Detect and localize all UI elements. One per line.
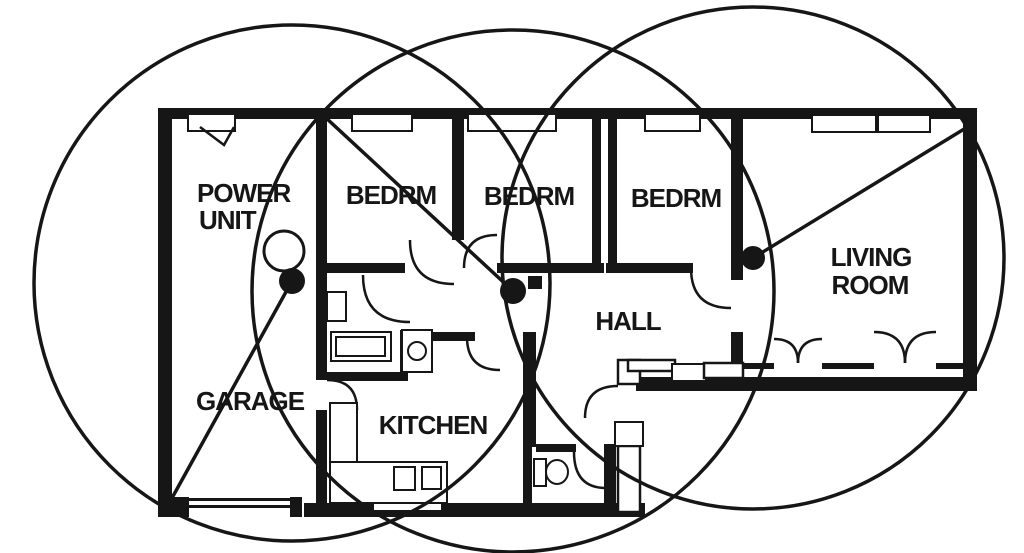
kitchen-sink-basin (407, 341, 427, 361)
front-door-leaf (199, 126, 236, 147)
wall-top (158, 108, 977, 119)
door-arc-bedroom2 (462, 233, 498, 269)
french-door-arc (773, 337, 800, 364)
coverage-circle-1 (32, 23, 552, 543)
room-label-living-room-line1: LIVING (831, 242, 912, 272)
room-label-power-unit-line2: UNIT (199, 205, 257, 235)
bay-window-south (671, 363, 707, 382)
room-label-living-room-line2: ROOM (832, 270, 909, 300)
wall-left (158, 108, 172, 517)
wall-bedroom2-right (592, 119, 601, 268)
room-label-bedroom-3: BEDRM (631, 183, 721, 213)
coverage-circles-layer (32, 5, 1006, 553)
wall-kitchen-hall-divider (523, 332, 536, 447)
kitchen-counter-left (329, 402, 358, 463)
door-arc-bedroom1 (408, 239, 455, 286)
kitchen-appliance (393, 466, 416, 491)
room-label-bedroom-2: BEDRM (484, 181, 574, 211)
wc-toilet-tank (533, 458, 547, 487)
wall-living-south-b (822, 363, 874, 369)
wall-kitchen-top (430, 332, 475, 341)
sounder-layer (262, 229, 306, 273)
door-arc-kitchen-hall (465, 336, 501, 372)
window-living-a (811, 114, 877, 133)
wall-living-south-c (936, 363, 963, 369)
room-label-bedroom-1: BEDRM (346, 180, 436, 210)
detector-dot-1 (279, 268, 305, 294)
coverage-circle-3 (500, 5, 1006, 511)
wall-right (963, 108, 977, 391)
bay-walls (614, 358, 745, 514)
wall-bottom-right (636, 377, 977, 391)
window-bedroom1 (351, 113, 413, 132)
wc-toilet-bowl (545, 459, 569, 485)
wall-hall-tab (528, 276, 542, 289)
room-label-garage: GARAGE (196, 386, 305, 416)
door-arc-back-door (583, 384, 619, 419)
door-arc-wc (572, 451, 607, 490)
window-power-unit (187, 113, 236, 132)
sounder-circle (262, 229, 306, 273)
wall-living-south-a (743, 363, 774, 369)
wall-bottom-left (304, 503, 645, 517)
wall-garage-divider-upper (316, 119, 327, 380)
detectors-layer (279, 246, 765, 304)
coverage-radius-line-2 (323, 115, 515, 293)
french-door-arc (796, 337, 823, 364)
fixtures (326, 291, 569, 504)
doors (199, 126, 937, 490)
bay-wall-band (702, 361, 745, 380)
wall-bedroom3-bottom (606, 263, 693, 273)
detector-dot-3 (741, 246, 765, 270)
coverage-radius-line-3 (751, 121, 976, 260)
room-label-power-unit-line1: POWER (197, 178, 291, 208)
garage-door-line (189, 505, 290, 508)
bathroom-tub-inner (335, 336, 386, 357)
radius-lines-layer (170, 115, 976, 500)
french-door-arc (873, 330, 907, 364)
wall-garage-divider-lower (316, 410, 327, 507)
room-label-kitchen: KITCHEN (379, 410, 488, 440)
bay-window (614, 421, 644, 447)
garage-door-post (290, 497, 302, 517)
wall-bedroom1-right (452, 119, 464, 240)
wall-wc-top (536, 444, 576, 452)
wall-wc-right (604, 444, 616, 512)
wall-bedroom1-bottom (327, 263, 405, 273)
outer-walls (158, 108, 977, 517)
window-living-b (877, 114, 931, 133)
coverage-circle-2 (250, 28, 776, 553)
kitchen-appliance (421, 466, 442, 490)
room-label-hall: HALL (595, 306, 661, 336)
door-arc-bedroom3 (689, 267, 732, 310)
interior-walls (316, 119, 963, 512)
detector-dot-2 (500, 278, 526, 304)
wall-bathroom-bottom (327, 372, 408, 381)
bay-top-wall (626, 358, 677, 373)
coverage-radius-line-1 (170, 279, 294, 500)
garage-door-line (189, 498, 290, 501)
french-door-arc (903, 330, 937, 364)
wall-corner-block (158, 497, 189, 517)
door-arc-bathroom (361, 274, 411, 324)
bathroom-wall-fixture (326, 291, 347, 322)
wall-wc-left (523, 447, 532, 507)
window-bedroom3 (644, 113, 701, 132)
wall-bedroom3-left (608, 119, 617, 268)
